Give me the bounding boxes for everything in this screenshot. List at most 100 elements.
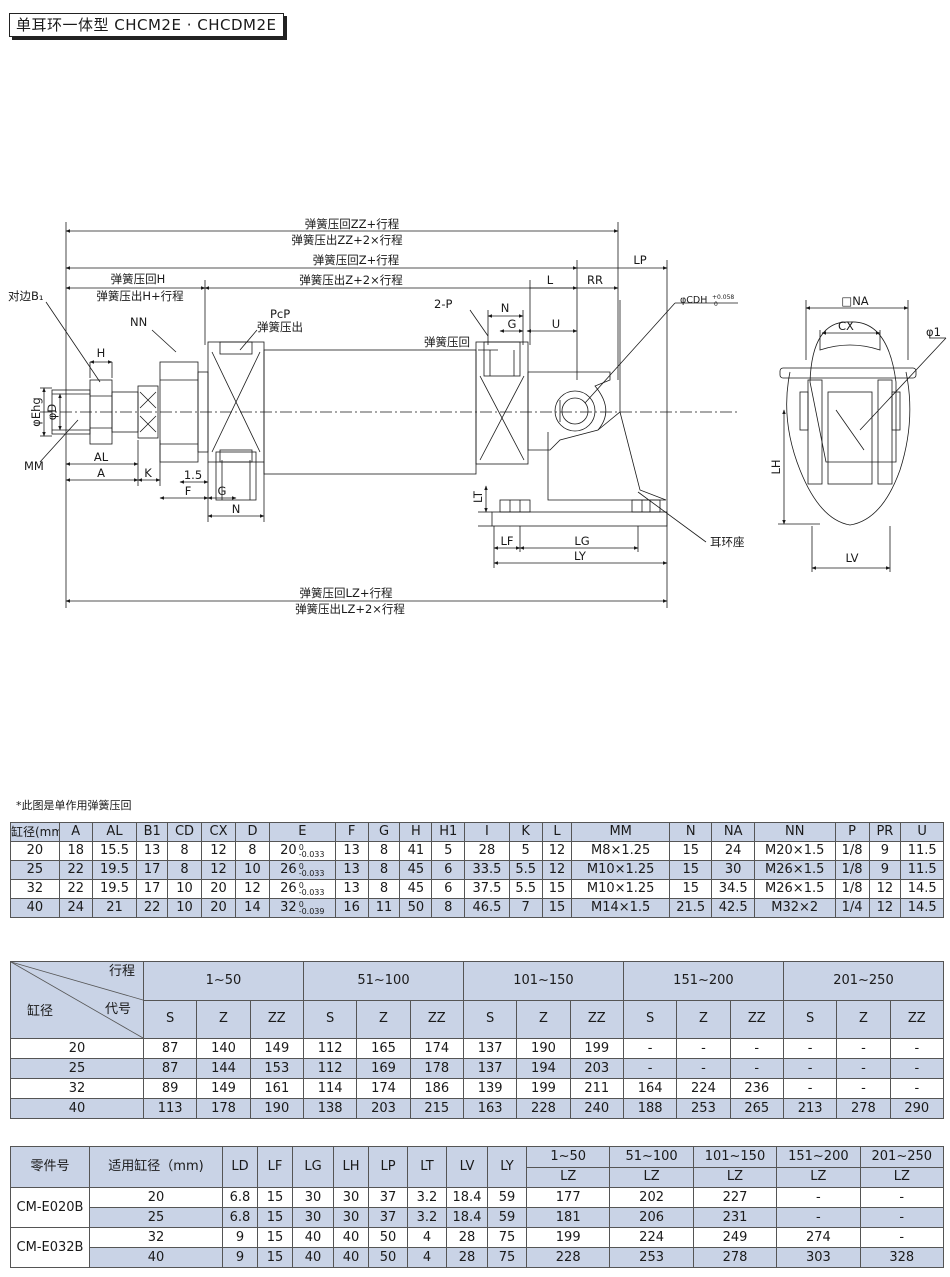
table-cell: 240 [569, 1098, 624, 1119]
lz-header: LZ [776, 1166, 861, 1188]
part-number-cell: CM-E020B [10, 1187, 90, 1228]
table-cell: 211 [569, 1078, 624, 1099]
table-cell: 40 [333, 1227, 369, 1248]
mm-label: MM [24, 459, 44, 473]
table-cell: 174 [356, 1078, 411, 1099]
table-cell: 12 [201, 841, 236, 861]
table-cell: 227 [692, 1187, 778, 1208]
table-cell: - [676, 1038, 731, 1059]
header-cell: AL [91, 822, 138, 842]
table-cell: 41 [399, 841, 433, 861]
part-number-cell: CM-E032B [10, 1227, 90, 1268]
zz-retract-label: 弹簧压回ZZ+行程 [305, 217, 400, 231]
table-cell: 9 [222, 1247, 258, 1268]
table-cell: 10 [167, 879, 203, 899]
na-label: □NA [841, 294, 868, 308]
lz-header: LZ [609, 1166, 694, 1188]
table-cell: 30 [292, 1207, 334, 1228]
bore-cell: 32 [10, 1078, 144, 1099]
table-cell: 1/4 [834, 898, 870, 918]
table-cell: - [859, 1227, 945, 1248]
lz-header: LZ [859, 1166, 945, 1188]
table-cell: - [836, 1058, 891, 1079]
header-cell: NA [711, 822, 755, 842]
table-cell: 6 [431, 879, 466, 899]
table-cell: - [782, 1038, 838, 1059]
h-extend-label: 弹簧压出H+行程 [96, 289, 184, 303]
range-header: 151~200 [622, 961, 784, 1001]
table-cell: 13 [334, 860, 369, 880]
header-cell: B1 [136, 822, 169, 842]
code-header: Z [836, 999, 891, 1039]
lg-label: LG [574, 534, 589, 548]
table-cell: 203 [356, 1098, 411, 1119]
table-cell: 15 [257, 1187, 293, 1208]
h-retract-label: 弹簧压回H [111, 272, 166, 286]
table-cell: 5.5 [508, 860, 543, 880]
table-cell: 8 [367, 879, 401, 899]
table-cell: 161 [249, 1078, 304, 1099]
header-cell: G [367, 822, 401, 842]
table-cell: 15 [257, 1247, 293, 1268]
table-cell: - [889, 1038, 945, 1059]
table-cell: 177 [525, 1187, 611, 1208]
table-cell: 11.5 [900, 841, 944, 861]
table-cell: 1/8 [834, 860, 870, 880]
table-cell: 8 [431, 898, 466, 918]
table-cell: 113 [142, 1098, 198, 1119]
table-cell: 165 [356, 1038, 411, 1059]
code-header: S [462, 999, 518, 1039]
table-cell: 28 [446, 1247, 488, 1268]
header-cell: LV [446, 1146, 488, 1188]
table-cell: 46.5 [464, 898, 510, 918]
table-cell: 12 [868, 898, 902, 918]
table-cell: 5.5 [508, 879, 543, 899]
table-cell: 6.8 [222, 1207, 258, 1228]
table-cell: - [782, 1078, 838, 1099]
table-cell: 11.5 [900, 860, 944, 880]
table-cell: 9 [868, 841, 902, 861]
table-cell: 274 [776, 1227, 861, 1248]
al-label: AL [94, 450, 109, 464]
table-cell: M26×1.5 [753, 879, 836, 899]
one-five-label: 1.5 [184, 468, 202, 482]
table-cell: 11 [367, 898, 401, 918]
table-cell: 5 [431, 841, 466, 861]
corner-label: 缸径 [27, 1004, 54, 1019]
lz-extend-label: 弹簧压出LZ+2×行程 [295, 602, 405, 616]
g-label: G [508, 317, 517, 331]
header-cell: LT [407, 1146, 447, 1188]
header-cell: 缸径(mm) [10, 822, 60, 842]
table-cell: 137 [462, 1058, 518, 1079]
table-cell: - [622, 1058, 678, 1079]
table-cell: 149 [249, 1038, 304, 1059]
table-cell: 40 [10, 898, 60, 918]
table-cell: 199 [525, 1227, 611, 1248]
lh-label: LH [769, 459, 783, 474]
table-cell: 12 [541, 860, 573, 880]
code-header: ZZ [249, 999, 304, 1039]
corner-cell: 行程代号缸径 [10, 961, 144, 1039]
table-cell: 6 [431, 860, 466, 880]
table-cell: - [836, 1078, 891, 1099]
table-cell: 34.5 [711, 879, 755, 899]
nn-label: NN [130, 315, 147, 329]
table-cell: 224 [609, 1227, 694, 1248]
header-cell: A [58, 822, 93, 842]
table-cell: 4 [407, 1247, 447, 1268]
range-header: 101~150 [462, 961, 624, 1001]
table-cell: 50 [368, 1227, 408, 1248]
bore-cell: 40 [10, 1098, 144, 1119]
table-cell: 231 [692, 1207, 778, 1228]
table-cell: - [776, 1207, 861, 1228]
table-cell: 181 [525, 1207, 611, 1228]
table-cell: 20 [89, 1187, 223, 1208]
lp-label: LP [633, 253, 646, 267]
table-cell: 163 [462, 1098, 518, 1119]
table-cell: - [782, 1058, 838, 1079]
